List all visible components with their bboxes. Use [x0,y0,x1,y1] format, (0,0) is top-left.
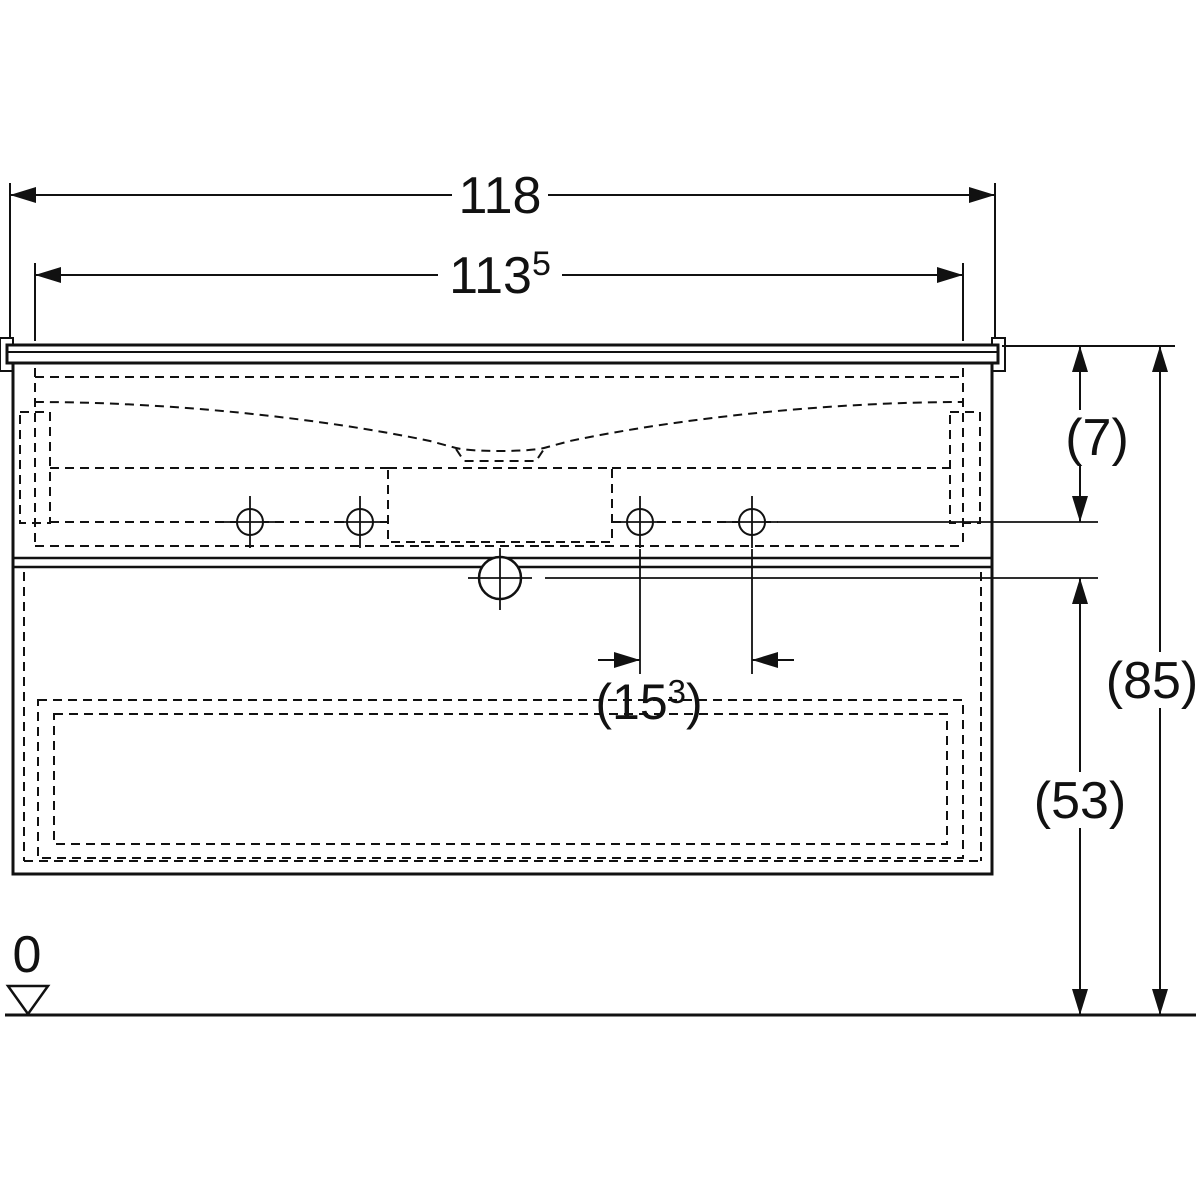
dim-top-to-holes-label: (7) [1065,409,1129,467]
drawer-box-outer [37,699,964,859]
arrowhead-left-icon [752,652,778,668]
arrowhead-right-icon [614,652,640,668]
dim-total-height-label: (85) [1106,652,1198,710]
dim-basin-width: 1135 [34,245,964,341]
floor-datum: 0 [5,926,1196,1017]
dim-bottom-height: (53) [1032,578,1128,1015]
dim-top-to-holes: (7) [1002,345,1175,522]
dim-total-height: (85) [1104,346,1200,1015]
cabinet-outline [11,361,994,876]
datum-triangle-icon [5,984,51,1017]
arrowhead-up-icon [1072,578,1088,604]
label-background [1053,410,1141,464]
reference-lines [545,521,1098,579]
tap-hole-marker-2 [334,496,386,548]
arrowhead-up-icon [1072,346,1088,372]
drain-recess-outline [455,448,545,462]
side-panel-left [19,411,51,524]
dim-overall-width: 118 [9,167,996,341]
label-background [1104,652,1200,708]
arrowhead-right-icon [969,187,995,203]
basin-bowl-outline [34,401,964,452]
tap-hole-marker-4 [726,496,778,548]
siphon-cutout [387,467,613,543]
dim-overall-width-label: 118 [459,167,542,225]
arrowhead-left-icon [35,267,61,283]
arrowhead-right-icon [937,267,963,283]
dim-basin-width-label: 1135 [449,245,551,305]
drawer-box-inner [53,713,948,845]
hidden-lines-upper [19,368,981,547]
arrowhead-down-icon [1072,989,1088,1015]
datum-zero-label: 0 [13,926,42,984]
tap-hole-marker-3 [614,496,666,548]
arrowhead-left-icon [10,187,36,203]
tap-hole-marker-1 [224,496,276,548]
arrowhead-up-icon [1152,346,1168,372]
arrowhead-down-icon [1152,989,1168,1015]
dim-bottom-height-label: (53) [1034,772,1126,830]
arrowhead-down-icon [1072,496,1088,522]
label-background [1032,772,1128,828]
drain-hole-marker [468,548,532,610]
washbasin-slab-outline [5,343,1000,365]
hidden-lines-lower [23,572,982,862]
cabinet-body [11,361,994,876]
dim-tap-hole-spacing-label: (153) [595,673,702,730]
dim-tap-hole-spacing: (153) [595,549,794,730]
